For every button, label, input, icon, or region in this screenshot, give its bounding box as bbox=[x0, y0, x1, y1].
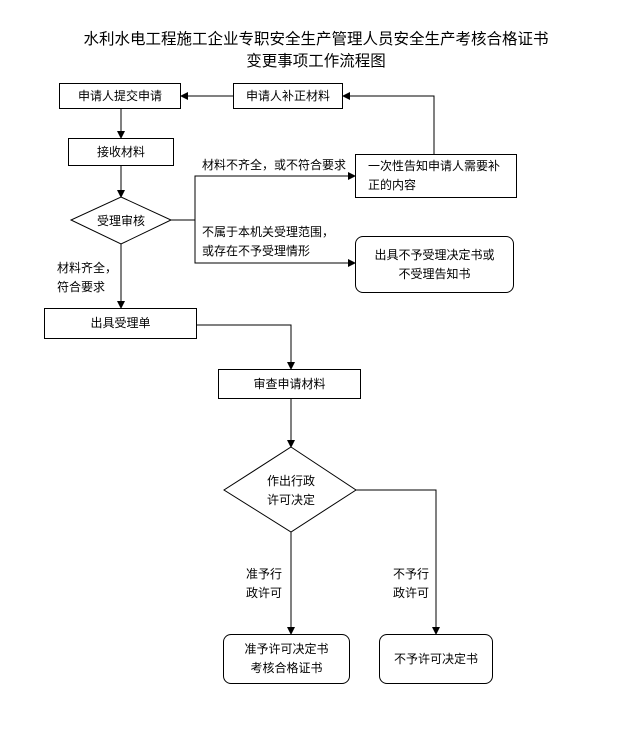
notify-supplement-line-1: 一次性告知申请人需要补 bbox=[368, 159, 501, 173]
decision-diamond bbox=[223, 446, 357, 533]
review-accept-text: 受理审核 bbox=[96, 213, 145, 228]
label-refuse: 不予行 政许可 bbox=[393, 565, 429, 603]
label-incomplete: 材料不齐全，或不符合要求 bbox=[202, 158, 347, 172]
review-accept-diamond bbox=[69, 196, 173, 245]
label-refuse-line-1: 不予行 bbox=[393, 567, 430, 581]
review-materials-text: 审查申请材料 bbox=[253, 376, 326, 391]
arrow-notify-to-supplement bbox=[342, 92, 435, 154]
supplement-box: 申请人补正材料 bbox=[233, 83, 343, 109]
apply-submit-text: 申请人提交申请 bbox=[77, 88, 162, 103]
label-out-of-scope-line-1: 不属于本机关受理范围， bbox=[202, 225, 335, 239]
arrow-branch-out-of-scope bbox=[194, 220, 356, 267]
arrow-decision-to-deny bbox=[356, 489, 440, 635]
label-complete-line-1: 材料齐全， bbox=[57, 261, 118, 275]
receive-box: 接收材料 bbox=[68, 138, 174, 166]
deny-box: 不予许可决定书 bbox=[379, 634, 493, 684]
label-complete-line-2: 符合要求 bbox=[57, 280, 106, 294]
supplement-text: 申请人补正材料 bbox=[245, 88, 330, 103]
notify-supplement-box: 一次性告知申请人需要补 正的内容 bbox=[355, 154, 517, 198]
issue-receipt-text: 出具受理单 bbox=[90, 316, 151, 330]
deny-text: 不予许可决定书 bbox=[393, 651, 478, 666]
approve-line-1: 准予许可决定书 bbox=[244, 642, 329, 656]
issue-receipt-box: 出具受理单 bbox=[44, 308, 197, 339]
approve-box: 准予许可决定书 考核合格证书 bbox=[223, 634, 350, 684]
review-materials-box: 审查申请材料 bbox=[218, 369, 361, 399]
decision-line-1: 作出行政 bbox=[266, 474, 315, 488]
label-complete: 材料齐全， 符合要求 bbox=[57, 259, 117, 297]
arrow-branch-incomplete bbox=[194, 172, 356, 220]
apply-submit-box: 申请人提交申请 bbox=[59, 83, 181, 109]
diagram-title: 水利水电工程施工企业专职安全生产管理人员安全生产考核合格证书 变更事项工作流程图 bbox=[0, 28, 632, 72]
label-refuse-line-2: 政许可 bbox=[393, 586, 430, 600]
label-grant-line-2: 政许可 bbox=[246, 586, 283, 600]
label-grant: 准予行 政许可 bbox=[246, 565, 282, 603]
title-line-1: 水利水电工程施工企业专职安全生产管理人员安全生产考核合格证书 bbox=[83, 30, 549, 48]
decision-line-2: 许可决定 bbox=[266, 493, 315, 507]
arrow-receipt-to-examine bbox=[197, 324, 295, 370]
label-out-of-scope-line-2: 或存在不予受理情形 bbox=[202, 244, 311, 258]
approve-line-2: 考核合格证书 bbox=[250, 661, 323, 675]
reject-notice-line-1: 出具不予受理决定书或 bbox=[374, 247, 495, 262]
notify-supplement-line-2: 正的内容 bbox=[368, 178, 417, 192]
reject-notice-box: 出具不予受理决定书或 不受理告知书 bbox=[355, 236, 514, 293]
label-grant-line-1: 准予行 bbox=[246, 567, 283, 581]
title-line-2: 变更事项工作流程图 bbox=[246, 52, 386, 70]
label-out-of-scope: 不属于本机关受理范围， 或存在不予受理情形 bbox=[202, 223, 334, 261]
reject-notice-line-2: 不受理告知书 bbox=[398, 266, 471, 281]
receive-text: 接收材料 bbox=[96, 144, 145, 159]
decision-text: 作出行政 许可决定 bbox=[240, 471, 342, 511]
